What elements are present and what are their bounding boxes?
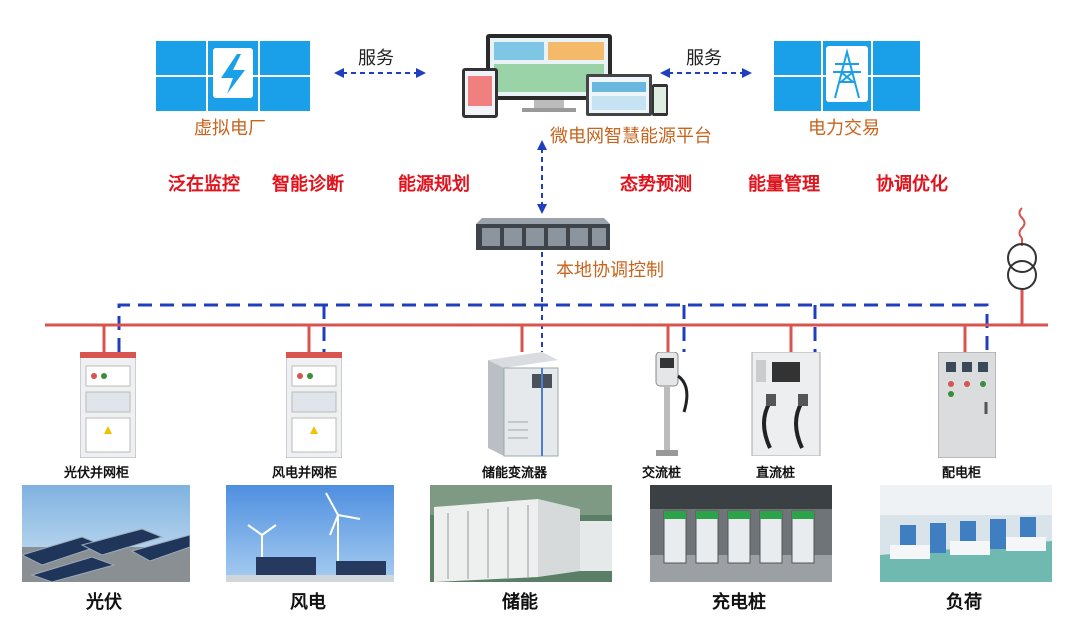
storage-photo: [430, 485, 612, 582]
charging-pile-photo: [650, 485, 832, 582]
function-planning: 能源规划: [398, 174, 470, 195]
storage-converter-icon: [484, 352, 560, 458]
function-diagnosis: 智能诊断: [272, 174, 344, 195]
function-forecast: 态势预测: [620, 174, 692, 195]
function-energy-management: 能量管理: [748, 174, 820, 195]
power-trading-wall-icon: [773, 40, 921, 112]
service-label-left: 服务: [358, 48, 394, 69]
equipment-label-wind: 风电并网柜: [272, 466, 338, 481]
function-optimization: 协调优化: [876, 174, 948, 195]
wind-grid-cabinet-icon: [286, 352, 342, 458]
wind-photo: [226, 485, 394, 582]
platform-label: 微电网智慧能源平台: [550, 126, 712, 147]
distribution-cabinet-icon: [938, 352, 996, 458]
transmission-tower-icon: [833, 48, 861, 99]
ac-charger-icon: [650, 352, 696, 458]
source-label-charging: 充电桩: [712, 592, 766, 613]
equipment-label-dc-pile: 直流桩: [756, 466, 796, 481]
pv-grid-cabinet-icon: [80, 352, 136, 458]
controller-label: 本地协调控制: [556, 260, 664, 281]
function-monitoring: 泛在监控: [168, 174, 240, 195]
transformer-icon: [1007, 207, 1037, 290]
equipment-label-ac-pile: 交流桩: [642, 466, 682, 481]
source-label-storage: 储能: [502, 592, 538, 613]
pv-photo: [22, 485, 190, 582]
equipment-label-distribution: 配电柜: [942, 466, 982, 481]
vpp-video-wall-icon: [155, 40, 311, 112]
equipment-label-pv: 光伏并网柜: [64, 466, 130, 481]
source-label-wind: 风电: [290, 592, 326, 613]
source-label-load: 负荷: [946, 592, 982, 613]
source-label-pv: 光伏: [86, 592, 122, 613]
dc-charger-icon: [750, 352, 822, 456]
equipment-label-converter: 储能变流器: [482, 466, 548, 481]
controller-rack-icon: [472, 214, 610, 254]
power-trading-label: 电力交易: [808, 118, 880, 139]
vpp-label: 虚拟电厂: [194, 118, 266, 139]
load-photo: [880, 485, 1052, 582]
service-label-right: 服务: [686, 48, 722, 69]
platform-devices-icon: [462, 30, 672, 120]
